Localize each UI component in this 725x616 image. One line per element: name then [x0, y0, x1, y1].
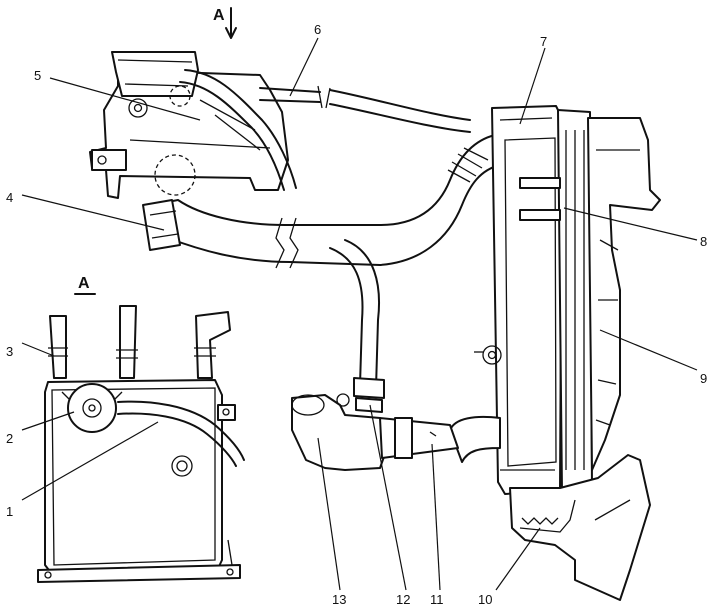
fan-shroud [519, 117, 661, 471]
lower-connecting-hose [329, 239, 385, 413]
callout-11: 11 [430, 592, 444, 607]
callout-12: 12 [396, 592, 410, 607]
callout-numbers: 1 2 3 4 5 6 7 8 9 10 11 12 13 [6, 22, 707, 607]
detail-view-label: A [78, 275, 90, 292]
view-direction-arrow: A [213, 7, 237, 39]
expansion-tank [89, 51, 289, 199]
callout-3: 3 [6, 344, 13, 359]
callout-13: 13 [332, 592, 346, 607]
callout-6: 6 [314, 22, 321, 37]
lower-splash-guard [509, 454, 651, 601]
callout-9: 9 [700, 371, 707, 386]
leader-lines [21, 37, 698, 591]
callout-4: 4 [6, 190, 13, 205]
view-arrow-label: A [213, 7, 225, 24]
callout-2: 2 [6, 431, 13, 446]
callout-1: 1 [6, 504, 13, 519]
callout-5: 5 [34, 68, 41, 83]
callout-10: 10 [478, 592, 492, 607]
callout-7: 7 [540, 34, 547, 49]
detail-view-a: A [37, 275, 245, 583]
coolant-outlet-housing [291, 393, 459, 471]
overflow-hose [179, 69, 471, 191]
callout-8: 8 [700, 234, 707, 249]
radiator [449, 105, 593, 495]
